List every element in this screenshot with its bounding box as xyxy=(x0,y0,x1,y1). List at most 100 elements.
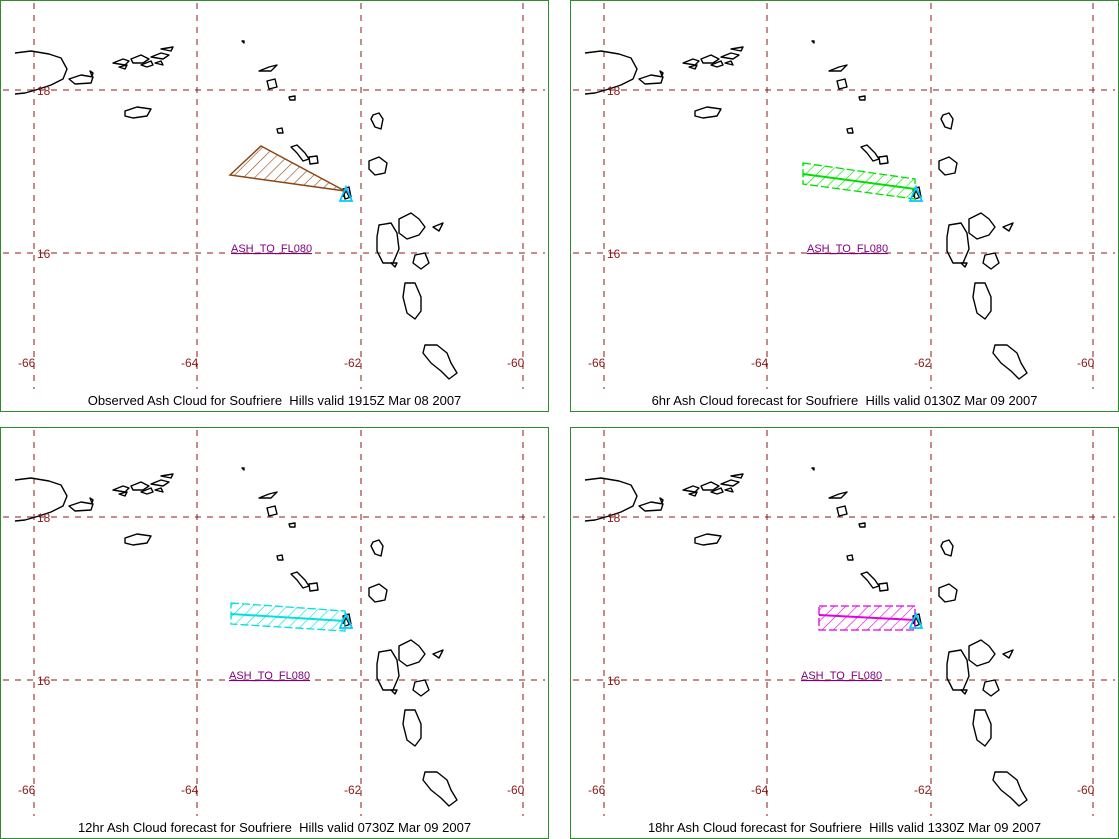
island-outline xyxy=(432,649,444,659)
lat-label-18: 18 xyxy=(37,511,51,525)
island-outline xyxy=(398,212,426,240)
graticule xyxy=(3,3,545,389)
lat-label-16: 16 xyxy=(37,674,51,688)
island-outline xyxy=(130,481,150,491)
island-outline xyxy=(992,771,1028,807)
island-outline xyxy=(376,649,400,691)
lon-label-62: -62 xyxy=(914,783,932,797)
map-canvas: 18 16 -66 -64 -62 -60 ASH_TO_FL080 xyxy=(573,3,1115,389)
island-outline xyxy=(288,522,296,528)
island-outline xyxy=(860,144,880,162)
volcano-marker xyxy=(338,184,354,202)
lon-label-64: -64 xyxy=(751,783,769,797)
island-outline xyxy=(1002,222,1014,232)
island-outline xyxy=(836,78,848,90)
island-outline xyxy=(276,127,284,134)
island-outline xyxy=(154,487,164,493)
island-outline xyxy=(241,467,245,471)
ash-cloud-axis xyxy=(802,173,916,190)
island-outline xyxy=(390,262,398,268)
panel-caption: Observed Ash Cloud for Soufriere Hills v… xyxy=(87,393,462,408)
island-outline xyxy=(140,60,154,68)
island-outline xyxy=(968,639,996,667)
lon-label-62: -62 xyxy=(344,356,362,370)
island-outline xyxy=(154,60,164,66)
island-outline xyxy=(700,481,720,491)
map-canvas: 18 16 -66 -64 -62 -60 ASH_TO_FL080 xyxy=(3,430,545,816)
island-outline xyxy=(584,50,638,95)
island-outline xyxy=(308,155,319,165)
island-outline xyxy=(982,252,1000,270)
lon-label-60: -60 xyxy=(1077,783,1095,797)
island-outline xyxy=(638,74,664,85)
island-outline xyxy=(960,689,968,695)
panel-caption: 12hr Ash Cloud forecast for Soufriere Hi… xyxy=(77,820,472,835)
ash-cloud xyxy=(230,602,346,632)
lat-label-16: 16 xyxy=(37,247,51,261)
island-outline xyxy=(724,487,734,493)
island-outline xyxy=(724,60,734,66)
island-outline xyxy=(940,539,954,557)
island-outline xyxy=(124,533,152,546)
lat-label-16: 16 xyxy=(607,674,621,688)
volcano-summit xyxy=(912,189,920,198)
island-outline xyxy=(370,539,384,557)
volcano-triangle-icon xyxy=(908,184,924,202)
panel-caption: 6hr Ash Cloud forecast for Soufriere Hil… xyxy=(651,393,1038,408)
island-outline xyxy=(368,156,388,176)
island-outline xyxy=(846,554,854,561)
volcano-summit xyxy=(912,616,920,625)
island-outline xyxy=(124,106,152,119)
lon-label-64: -64 xyxy=(181,783,199,797)
island-outline xyxy=(266,78,278,90)
volcano-marker xyxy=(338,611,354,629)
island-outline xyxy=(688,64,698,70)
island-outline xyxy=(266,505,278,517)
volcano-summit xyxy=(342,189,350,198)
coastlines xyxy=(584,467,1028,807)
map-panel-12hr: 18 16 -66 -64 -62 -60 ASH_TO_FL080 12hr … xyxy=(0,427,549,839)
island-outline xyxy=(14,50,68,95)
island-outline xyxy=(290,571,310,589)
island-outline xyxy=(878,582,889,592)
island-outline xyxy=(112,58,130,66)
map-panel-18hr: 18 16 -66 -64 -62 -60 ASH_TO_FL080 18hr … xyxy=(570,427,1119,839)
island-outline xyxy=(160,473,174,479)
island-outline xyxy=(960,262,968,268)
island-outline xyxy=(938,583,958,603)
ash-level-label: ASH_TO_FL080 xyxy=(807,243,888,255)
island-outline xyxy=(659,497,664,504)
lon-label-60: -60 xyxy=(507,356,525,370)
island-outline xyxy=(860,571,880,589)
island-outline xyxy=(140,487,154,495)
island-outline xyxy=(368,583,388,603)
island-outline xyxy=(968,212,996,240)
island-outline xyxy=(836,505,848,517)
island-outline xyxy=(422,344,458,380)
lon-label-64: -64 xyxy=(181,356,199,370)
map-canvas: 18 16 -66 -64 -62 -60 ASH_TO_FL080 xyxy=(573,430,1115,816)
island-outline xyxy=(288,95,296,101)
island-outline xyxy=(938,156,958,176)
island-outline xyxy=(130,54,150,64)
island-outline xyxy=(68,74,94,85)
island-outline xyxy=(694,106,722,119)
island-outline xyxy=(682,58,700,66)
island-outline xyxy=(412,252,430,270)
lon-label-62: -62 xyxy=(914,356,932,370)
island-outline xyxy=(638,501,664,512)
ash-level-label: ASH_TO_FL080 xyxy=(231,243,312,255)
island-outline xyxy=(846,127,854,134)
island-outline xyxy=(710,60,724,68)
lat-label-18: 18 xyxy=(607,84,621,98)
lon-label-60: -60 xyxy=(507,783,525,797)
island-outline xyxy=(241,40,245,44)
panel-caption: 18hr Ash Cloud forecast for Soufriere Hi… xyxy=(647,820,1042,835)
island-outline xyxy=(720,52,740,60)
ash-cloud-axis xyxy=(818,614,916,621)
island-outline xyxy=(308,582,319,592)
island-outline xyxy=(412,679,430,697)
island-outline xyxy=(376,222,400,264)
island-outline xyxy=(858,522,866,528)
map-panel-observed: 18 16 -66 -64 -62 -60 ASH_TO_FL080 Obser… xyxy=(0,0,549,412)
